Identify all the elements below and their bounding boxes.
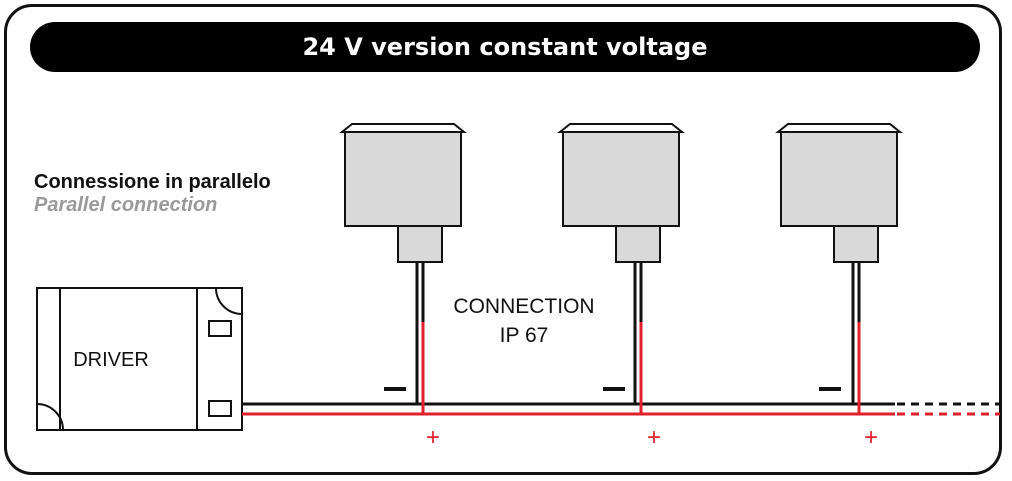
driver-terminal-top — [208, 320, 232, 337]
plus-sign-2: + — [647, 424, 661, 451]
connection-note-line1: CONNECTION — [453, 295, 594, 318]
fixture-connector — [615, 225, 661, 263]
fixture-cap — [775, 123, 903, 133]
fixture-housing — [344, 131, 462, 227]
driver-terminal-bottom — [208, 400, 232, 417]
driver-bottom-corner-arc — [36, 403, 64, 431]
fixture-connector — [833, 225, 879, 263]
driver-unit: DRIVER — [36, 287, 243, 431]
fixture-housing — [562, 131, 680, 227]
bus-wires — [242, 402, 1000, 416]
light-fixture-3: + — [775, 123, 903, 451]
connection-label-italian: Connessione in parallelo — [34, 171, 271, 193]
connection-note-line2: IP 67 — [500, 324, 549, 347]
driver-body — [36, 287, 243, 431]
light-fixture-2: + — [557, 123, 685, 451]
fixture-cap — [339, 123, 467, 133]
fixture-connector — [397, 225, 443, 263]
light-fixture-1: + — [339, 123, 467, 451]
connection-label-english: Parallel connection — [34, 194, 218, 216]
title-bar: 24 V version constant voltage — [30, 22, 980, 72]
driver-label: DRIVER — [73, 349, 149, 371]
fixture-housing — [780, 131, 898, 227]
fixture-cap — [557, 123, 685, 133]
plus-sign-3: + — [864, 424, 878, 451]
plus-sign-1: + — [426, 424, 440, 451]
driver-top-corner-arc — [215, 287, 243, 315]
diagram-title: 24 V version constant voltage — [302, 33, 708, 61]
